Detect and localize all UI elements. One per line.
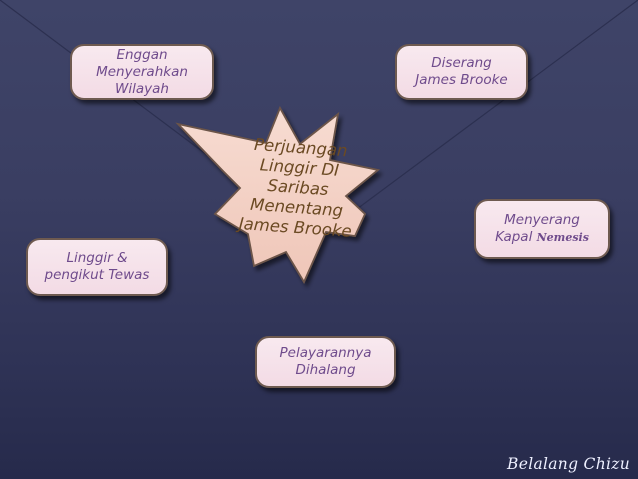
node-line: Dihalang: [295, 362, 356, 378]
node-line: Menyerahkan: [96, 63, 188, 80]
center-star-shape: [175, 105, 381, 284]
center-title: Perjuangan Linggir DI Saribas Menentang …: [225, 133, 372, 243]
node-line: Linggir &: [66, 250, 128, 266]
node-linggir-pengikut-tewas: Linggir & pengikut Tewas: [26, 238, 168, 296]
node-line: Pelayarannya: [279, 345, 372, 361]
node-diserang-james-brooke: Diserang James Brooke: [395, 44, 528, 100]
node-line: Wilayah: [115, 80, 169, 97]
node-line: Diserang: [431, 55, 492, 71]
node-line: Enggan: [116, 46, 168, 63]
node-line: James Brooke: [415, 72, 508, 88]
decor-line-right: [317, 0, 638, 239]
node-pelayarannya-dihalang: Pelayarannya Dihalang: [255, 336, 396, 388]
node-line: Menyerang: [504, 212, 580, 228]
ship-name: Nemesis: [536, 231, 589, 244]
author-signature: Belalang Chizu: [507, 455, 630, 473]
node-enggan-menyerahkan-wilayah: Enggan Menyerahkan Wilayah: [70, 44, 214, 100]
node-line: pengikut Tewas: [44, 267, 150, 283]
node-line: Kapal Nemesis: [495, 229, 589, 246]
node-menyerang-kapal-nemesis: Menyerang Kapal Nemesis: [474, 199, 610, 259]
node-line-prefix: Kapal: [495, 229, 537, 245]
